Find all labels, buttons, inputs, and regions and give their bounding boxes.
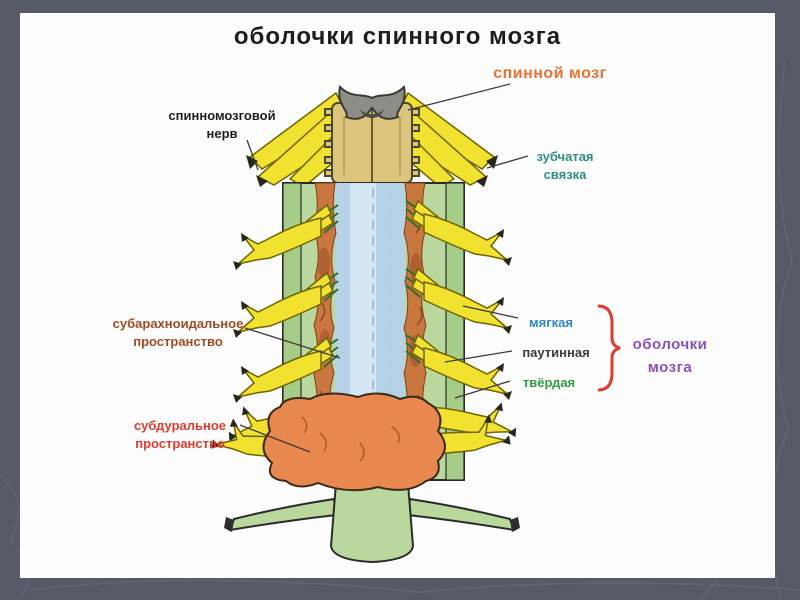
- label-subarachnoid-line2: пространство: [133, 333, 223, 349]
- label-denticulate-line2: связка: [543, 166, 587, 182]
- label-arachnoid-mater: паутинная: [522, 344, 589, 362]
- label-spinal-cord-text: спинной мозг: [493, 65, 607, 82]
- spinal-cord-top: [324, 102, 420, 184]
- label-dura-text: твёрдая: [522, 375, 576, 390]
- label-subarachnoid-line1: субарахноидальное: [112, 316, 244, 331]
- label-spinal-nerve-line2: нерв: [206, 125, 238, 141]
- decor-line-left: [0, 474, 29, 600]
- label-denticulate-ligament: зубчатая связка: [536, 148, 593, 183]
- label-arachnoid-text: паутинная: [522, 345, 590, 360]
- page-title: оболочки спинного мозга: [233, 23, 562, 50]
- label-subdural-space: субдуральное пространство: [134, 417, 226, 452]
- label-meninges-line2: мозга: [647, 359, 693, 377]
- label-denticulate-line1: зубчатая: [536, 149, 594, 164]
- label-spinal-cord: спинной мозг: [493, 63, 607, 85]
- spinal-cord-diagram: [207, 83, 621, 564]
- label-meninges-group: оболочки мозга: [633, 333, 708, 380]
- subarachnoid-space: [335, 183, 405, 428]
- slide-panel: оболочки спинного мозга: [20, 13, 775, 578]
- label-meninges-line1: оболочки: [632, 336, 708, 353]
- label-leader-lines: [239, 83, 529, 453]
- label-dura-mater: твёрдая: [523, 374, 575, 392]
- label-subdural-line2: пространство: [135, 435, 225, 451]
- label-subarachnoid-space: субарахноидальное пространство: [113, 315, 244, 350]
- label-spinal-nerve-line1: спинномозговой: [168, 108, 276, 123]
- label-subdural-line1: субдуральное: [133, 418, 227, 433]
- dural-sac-blob: [262, 392, 446, 492]
- label-spinal-nerve: спинномозговой нерв: [168, 107, 275, 142]
- gray-matter-butterfly: [338, 85, 406, 120]
- label-pia-text: мягкая: [529, 315, 573, 330]
- decor-line-bottom: [29, 579, 800, 594]
- lower-vertebra: [224, 482, 520, 564]
- meninges-bracket: [597, 304, 621, 392]
- label-pia-mater: мягкая: [529, 314, 573, 332]
